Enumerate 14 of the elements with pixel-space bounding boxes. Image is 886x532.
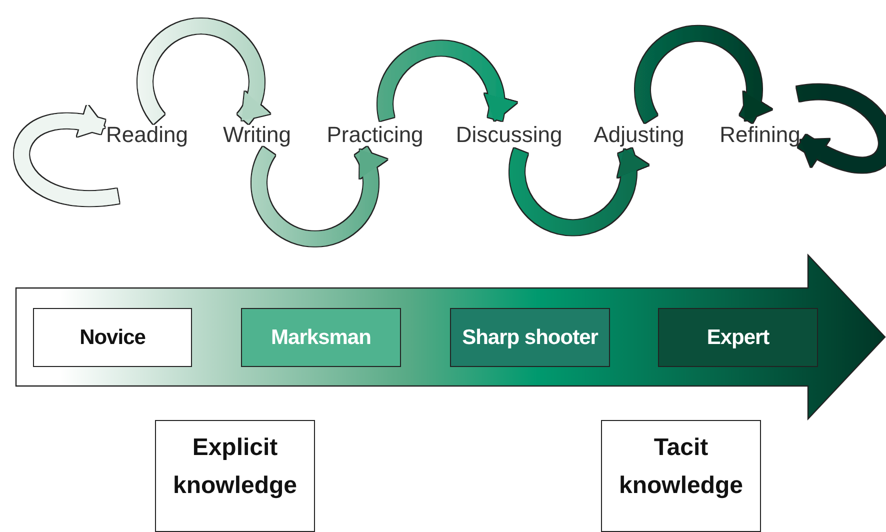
activity-label: Writing (216, 119, 298, 151)
activity-label: Discussing (455, 119, 563, 151)
activity-label: Practicing (324, 119, 426, 151)
activity-label: Refining (718, 119, 802, 151)
level-box: Expert (658, 308, 818, 367)
knowledge-box: Explicit knowledge (155, 420, 315, 532)
activity-label: Adjusting (590, 119, 688, 151)
curved-arrow (797, 84, 886, 172)
knowledge-box: Tacit knowledge (601, 420, 761, 532)
level-box: Sharp shooter (450, 308, 610, 367)
activity-label: Reading (103, 119, 191, 151)
curved-arrow (14, 106, 119, 206)
level-box: Novice (33, 308, 192, 367)
level-box: Marksman (241, 308, 401, 367)
